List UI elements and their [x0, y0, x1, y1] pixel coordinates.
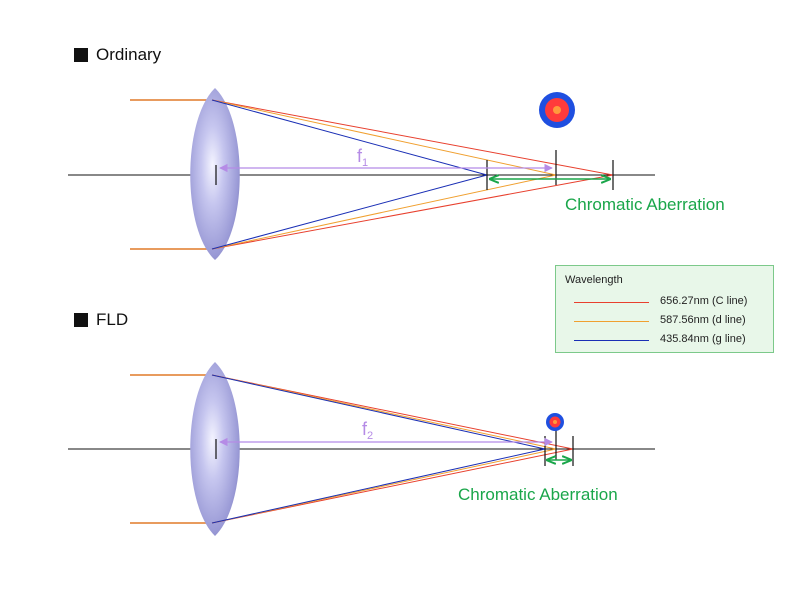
blur-spot-icon: [539, 92, 575, 128]
legend-label: 587.56nm (d line): [660, 314, 746, 326]
fld-section: f2: [68, 362, 655, 536]
legend-title: Wavelength: [565, 274, 623, 286]
ordinary-section: f1: [68, 88, 655, 260]
blur-spot-icon: [546, 413, 564, 431]
focal-length-label: f2: [362, 419, 373, 442]
focal-length-label: f1: [357, 146, 368, 169]
ray-c-line-bottom: [211, 174, 614, 250]
section-title-text: FLD: [96, 310, 129, 329]
lens: [190, 362, 240, 536]
aberration-label-fld: Chromatic Aberration: [458, 485, 618, 504]
ray-c-line-top: [211, 99, 614, 176]
ray-g-line-bottom: [211, 174, 488, 250]
ray-g-line-bottom: [211, 448, 546, 524]
legend-swatch: [574, 321, 649, 322]
section-title-fld: FLD: [74, 310, 128, 330]
legend-entry: 435.84nm (g line): [556, 333, 775, 347]
ray-c-line-bottom: [211, 448, 574, 524]
square-bullet-icon: [74, 48, 88, 62]
lens: [190, 88, 240, 260]
section-title-ordinary: Ordinary: [74, 45, 161, 65]
legend-entry: 656.27nm (C line): [556, 295, 775, 309]
legend-label: 656.27nm (C line): [660, 295, 748, 307]
legend-label: 435.84nm (g line): [660, 333, 746, 345]
ray-d-line-bottom: [211, 174, 557, 250]
ray-g-line-top: [211, 99, 488, 176]
ray-g-line-top: [211, 374, 546, 450]
aberration-label-ordinary: Chromatic Aberration: [565, 195, 725, 214]
legend-entry: 587.56nm (d line): [556, 314, 775, 328]
section-title-text: Ordinary: [96, 45, 162, 64]
legend-swatch: [574, 302, 649, 303]
wavelength-legend: Wavelength 656.27nm (C line) 587.56nm (d…: [555, 265, 774, 353]
ray-c-line-top: [211, 374, 574, 450]
ray-d-line-top: [211, 99, 557, 176]
legend-swatch: [574, 340, 649, 341]
square-bullet-icon: [74, 313, 88, 327]
